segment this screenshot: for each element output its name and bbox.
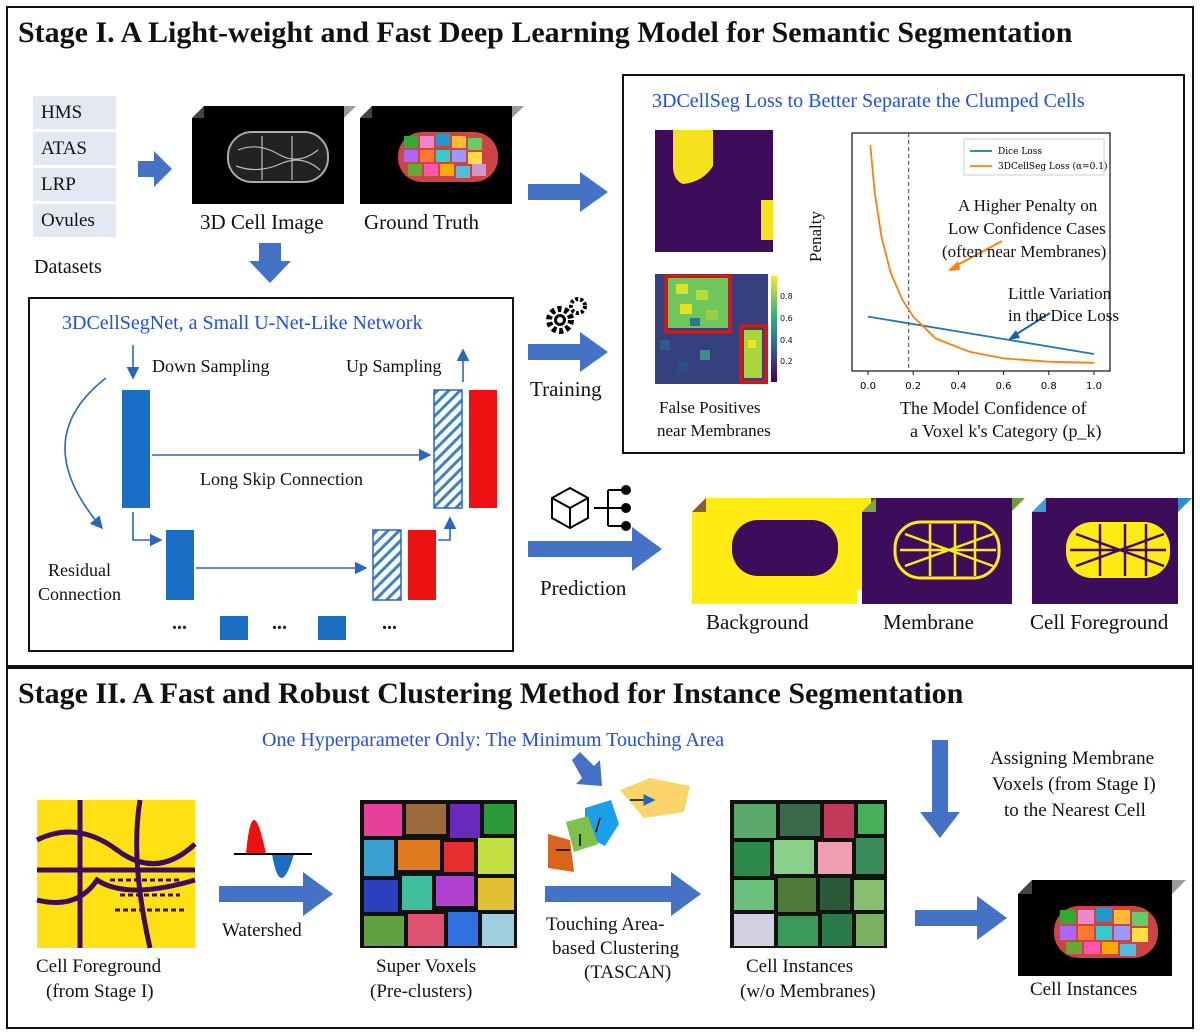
- tascan-icon: [548, 778, 690, 872]
- ellipsis-3: ...: [382, 612, 397, 634]
- x-tick-label-2: 0.4: [950, 381, 966, 392]
- background-output: [692, 498, 885, 604]
- final-label: Cell Instances: [1030, 979, 1138, 1000]
- colorbar: [771, 276, 777, 382]
- tascan-label-1: Touching Area-: [546, 914, 665, 935]
- ellipsis-1: ...: [172, 612, 187, 634]
- residual-label-2: Connection: [38, 584, 121, 604]
- fg-label-2: (from Stage I): [46, 981, 154, 1002]
- ellipsis-2: ...: [272, 612, 287, 634]
- long-skip-label: Long Skip Connection: [200, 469, 363, 489]
- fp-label-2: near Membranes: [657, 421, 771, 440]
- datasets-label: Datasets: [34, 256, 102, 278]
- dice-note-1: Little Variation: [1008, 284, 1112, 303]
- legend-label-1: 3DCellSeg Loss (α=0.1): [998, 161, 1107, 172]
- up-sampling-label: Up Sampling: [346, 356, 442, 376]
- prediction-label: Prediction: [540, 576, 627, 600]
- penalty-note-3: (often near Membranes): [942, 242, 1107, 261]
- ci-label-1: Cell Instances: [746, 956, 854, 977]
- background-label: Background: [706, 610, 809, 634]
- fp-label-1: False Positives: [659, 398, 761, 417]
- sv-label-1: Super Voxels: [376, 956, 477, 977]
- series-line-1: [869, 144, 1095, 364]
- penalty-arrowhead: [948, 261, 960, 271]
- residual-label-1: Residual: [48, 560, 111, 580]
- cell-foreground-output: [1032, 498, 1192, 604]
- x-tick-label-3: 0.6: [996, 381, 1012, 392]
- legend-box: [963, 138, 1105, 176]
- prediction-arrow: [528, 527, 662, 571]
- dataset-ovules: Ovules: [33, 204, 116, 237]
- series-line-0: [867, 315, 1095, 355]
- stage2-panel: [6, 667, 1194, 1029]
- hyperparam-label: One Hyperparameter Only: The Minimum Tou…: [262, 729, 725, 751]
- hyperparam-arrow: [572, 752, 602, 786]
- cell-image-label: 3D Cell Image: [200, 210, 324, 234]
- training-arrow: [528, 332, 608, 372]
- image-down-arrow: [249, 243, 291, 283]
- net-box: [28, 297, 514, 652]
- membrane-output: [862, 498, 1025, 604]
- penalty-note-1: A Higher Penalty on: [958, 196, 1098, 215]
- dataset-hms: HMS: [33, 96, 116, 129]
- x-tick-label-4: 0.8: [1041, 381, 1057, 392]
- datasets-arrow: [138, 151, 172, 187]
- dice-note-2: in the Dice Loss: [1008, 306, 1119, 325]
- colorbar-tick-04: 0.4: [780, 336, 793, 345]
- assign-arrow: [920, 740, 960, 838]
- fg-image: [35, 799, 197, 949]
- final-arrow: [915, 896, 1007, 940]
- cube-tree-icon: [551, 485, 631, 531]
- net-title: 3DCellSegNet, a Small U-Net-Like Network: [62, 312, 423, 334]
- assign-label-2: Voxels (from Stage I): [992, 774, 1156, 795]
- colorbar-tick-08: 0.8: [780, 292, 793, 301]
- x-tick-label-0: 0.0: [860, 381, 876, 392]
- loss-chart: 0.0 0.2 0.4 0.6 0.8 1.0 Dice Loss 3DCellSeg Los…: [851, 132, 1111, 392]
- tascan-label-2: based Clustering: [552, 938, 680, 959]
- cell-foreground-label: Cell Foreground: [1030, 610, 1169, 634]
- to-loss-arrow: [528, 172, 608, 212]
- gear-icon: [546, 297, 587, 334]
- dataset-lrp: LRP: [33, 168, 116, 201]
- colorbar-tick-02: 0.2: [780, 357, 793, 366]
- ci-label-2: (w/o Membranes): [740, 981, 876, 1002]
- sv-label-2: (Pre-clusters): [370, 981, 473, 1002]
- loss-box: [622, 74, 1185, 454]
- watershed-arrow: [219, 872, 333, 916]
- fg-label-1: Cell Foreground: [36, 956, 162, 977]
- stage1-panel: [6, 6, 1194, 667]
- ground-truth-cells: [398, 132, 498, 182]
- assign-label-3: to the Nearest Cell: [1004, 800, 1146, 821]
- colorbar-tick-06: 0.6: [780, 314, 793, 323]
- watershed-label: Watershed: [222, 920, 302, 941]
- training-label: Training: [530, 377, 602, 401]
- x-tick-label-1: 0.2: [905, 381, 921, 392]
- legend-label-0: Dice Loss: [998, 147, 1042, 157]
- dice-arrowhead: [1008, 330, 1020, 340]
- dataset-atas: ATAS: [33, 132, 116, 165]
- tascan-label-3: (TASCAN): [584, 962, 672, 983]
- false-positive-heatmap: [655, 274, 768, 384]
- stage1-title: Stage I. A Light-weight and Fast Deep Le…: [18, 16, 1073, 49]
- membrane-label: Membrane: [883, 610, 974, 634]
- x-tick-label-5: 1.0: [1086, 381, 1102, 392]
- final-instances-box: [1018, 880, 1186, 976]
- stage2-title: Stage II. A Fast and Robust Clustering M…: [18, 677, 964, 710]
- chart-xlabel-2: a Voxel k's Category (p_k): [910, 421, 1102, 441]
- instances-image: [730, 800, 887, 948]
- down-sampling-label: Down Sampling: [152, 356, 270, 376]
- dice-arrow: [1011, 312, 1051, 338]
- tascan-arrow: [545, 872, 701, 916]
- chart-xlabel-1: The Model Confidence of: [900, 398, 1087, 418]
- super-voxel-image: [360, 800, 517, 948]
- loss-title: 3DCellSeg Loss to Better Separate the Cl…: [652, 90, 1085, 112]
- penalty-note-2: Low Confidence Cases: [948, 219, 1106, 238]
- ground-truth-label: Ground Truth: [364, 210, 479, 234]
- watershed-icon: [234, 820, 312, 878]
- assign-label-1: Assigning Membrane: [990, 748, 1155, 769]
